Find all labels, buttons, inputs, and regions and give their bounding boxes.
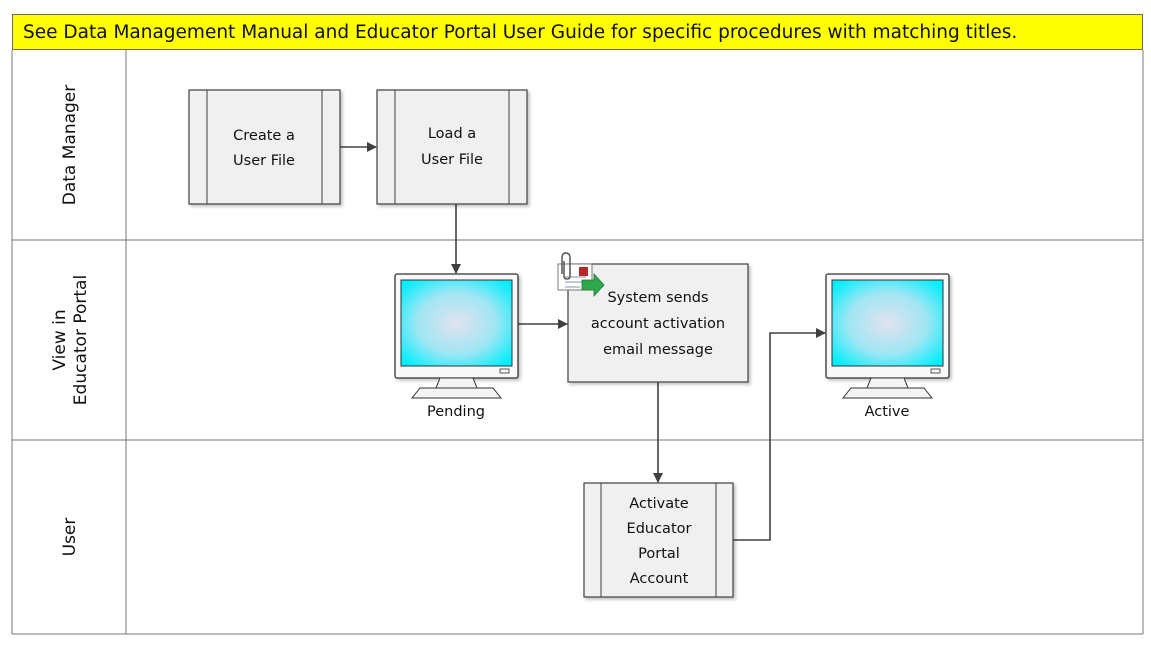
node-label-line: Create a xyxy=(233,128,295,144)
arrow-activate-to-active xyxy=(733,328,826,541)
monitor-pending: Pending xyxy=(394,273,519,420)
node-label-line: System sends xyxy=(607,290,708,306)
node-label-line: account activation xyxy=(591,316,725,332)
node-label-line: Account xyxy=(630,571,689,587)
process-load-user-file: Load a User File xyxy=(376,89,528,205)
status-label-active: Active xyxy=(865,404,910,420)
node-label-line: User File xyxy=(421,152,483,168)
lane-label-user: User xyxy=(60,518,80,557)
status-label-pending: Pending xyxy=(427,404,485,420)
lane-label-data-manager: Data Manager xyxy=(60,85,80,206)
node-label-line: Activate xyxy=(629,496,689,512)
email-attachment-send-icon xyxy=(557,252,605,298)
header-banner-text: See Data Management Manual and Educator … xyxy=(23,21,1018,43)
lane-frame xyxy=(11,50,1144,635)
node-label-line: Educator xyxy=(627,521,692,537)
connectors xyxy=(340,142,826,541)
lane-label-text: View in xyxy=(50,309,70,370)
node-label-line: Portal xyxy=(638,546,680,562)
node-label-line: Load a xyxy=(428,126,476,142)
header-banner: See Data Management Manual and Educator … xyxy=(12,14,1143,50)
monitor-icon xyxy=(394,273,519,399)
lane-label-educator-portal: View in Educator Portal xyxy=(50,275,91,405)
monitor-active: Active xyxy=(825,273,950,420)
node-label-line: email message xyxy=(603,342,713,358)
process-create-user-file: Create a User File xyxy=(188,89,341,205)
monitor-icon xyxy=(825,273,950,399)
lane-label-text: Educator Portal xyxy=(71,275,91,405)
lane-label-text: User xyxy=(60,518,80,557)
node-label-line: User File xyxy=(233,153,295,169)
process-activate-account: Activate Educator Portal Account xyxy=(583,482,734,598)
lane-label-text: Data Manager xyxy=(60,85,80,206)
